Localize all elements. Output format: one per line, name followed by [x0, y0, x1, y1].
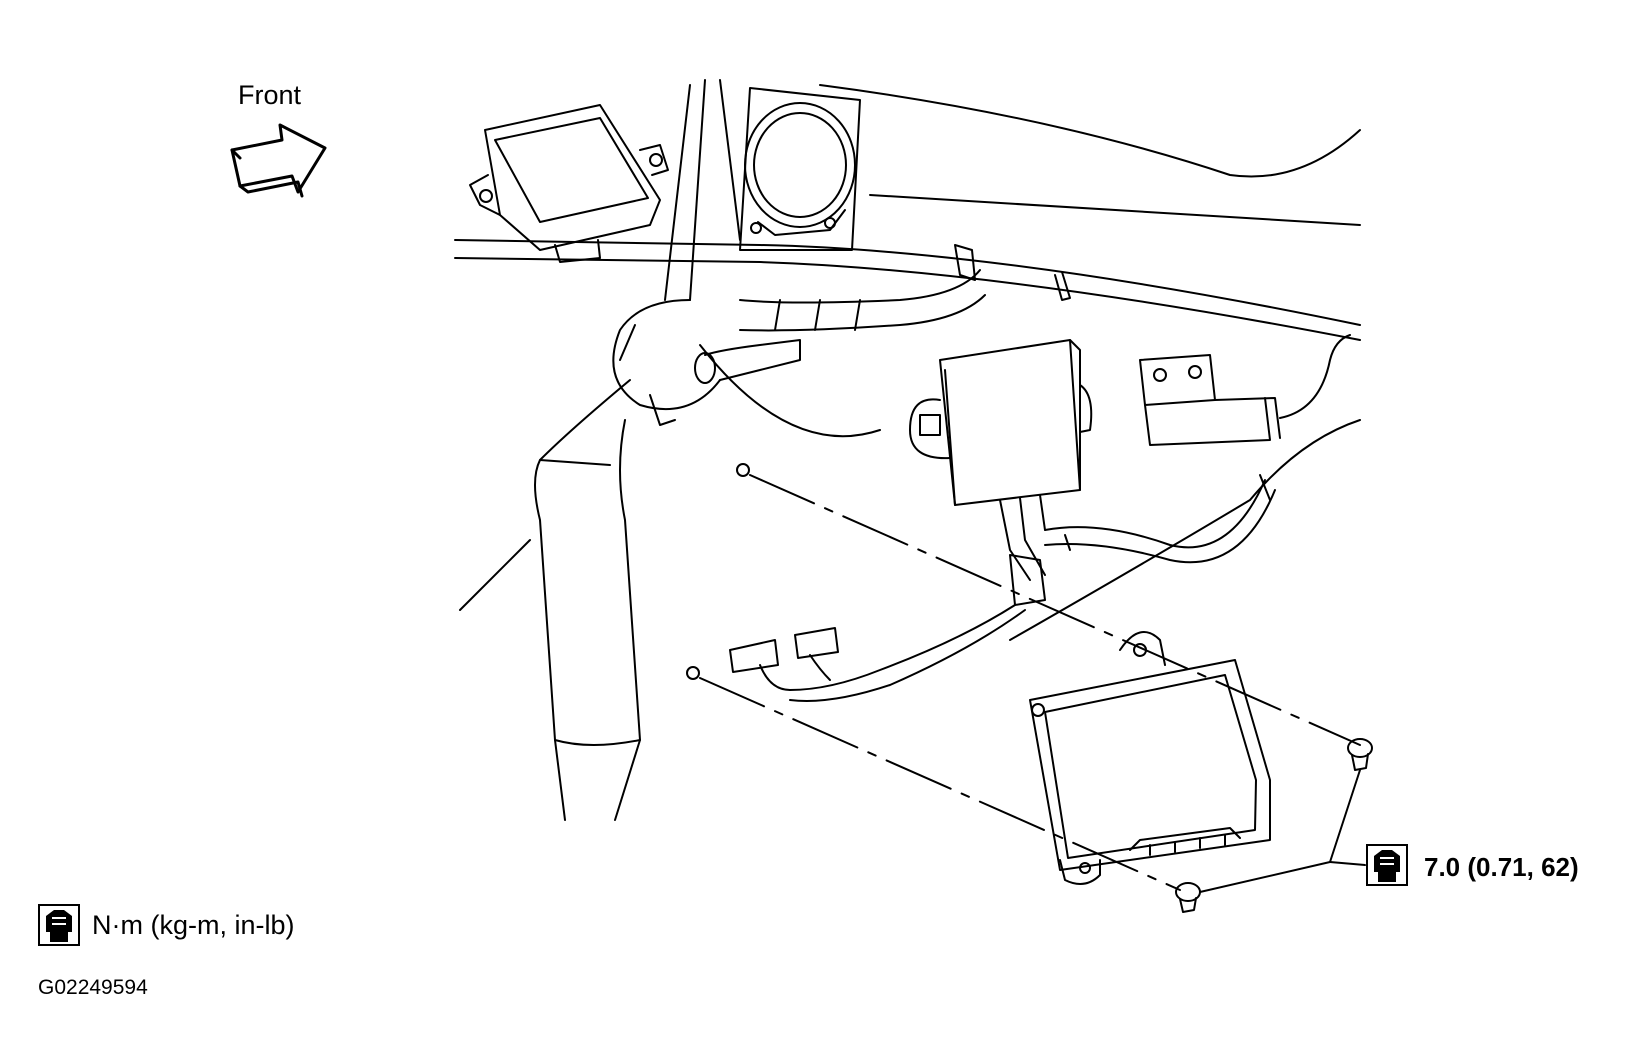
lower-pillar-trim	[459, 344, 881, 821]
torque-leader-lines	[1199, 769, 1366, 893]
torque-wrench-icon	[1366, 844, 1408, 886]
right-bracket	[1139, 334, 1351, 446]
body-panel	[454, 84, 1361, 641]
wire-harness-connectors	[729, 554, 1046, 702]
speaker-assembly	[739, 87, 861, 251]
front-direction-label: Front	[238, 80, 302, 110]
torque-wrench-icon	[38, 904, 80, 946]
figure-id: G02249594	[38, 976, 148, 999]
center-control-unit	[909, 339, 1276, 581]
front-arrow-icon	[230, 123, 327, 198]
diagnosis-sensor-unit	[1029, 631, 1271, 885]
alignment-lines	[686, 463, 1361, 891]
torque-units-legend: N·m (kg-m, in-lb)	[92, 910, 295, 940]
torque-value-label: 7.0 (0.71, 62)	[1424, 852, 1579, 882]
upper-bolt	[1347, 738, 1373, 771]
lower-bolt	[1175, 882, 1201, 913]
upper-control-module	[469, 104, 669, 263]
seat-belt-pillar	[612, 79, 1071, 426]
